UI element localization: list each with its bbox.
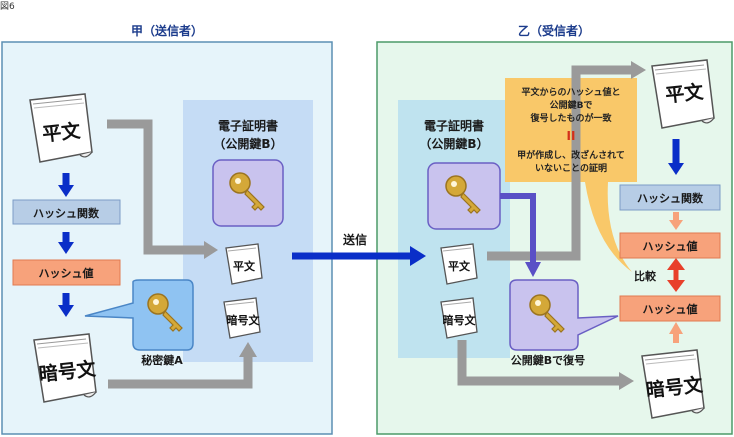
receiver-hash-value-bottom-box [619, 295, 721, 322]
note-line4: 甲が作成し、改ざんされて [517, 149, 625, 161]
note-line2: 公開鍵Bで [550, 99, 593, 111]
compare-label: 比較 [634, 269, 657, 283]
note-line3: 復号したものが一致 [529, 112, 612, 124]
gray-arrow-cipher-to-cert [108, 355, 253, 389]
receiver-hash-value-top-label: ハッシュ値 [643, 239, 698, 253]
decrypt-arrow [500, 193, 536, 265]
sender-plain-label: 平文 [41, 119, 82, 146]
secret-key-label: 秘密鍵A [141, 353, 183, 367]
sender-cert-title-line1: 電子証明書 [218, 118, 278, 133]
receiver-hash-func-label: ハッシュ関数 [637, 191, 704, 205]
receiver-plain-label: 平文 [664, 80, 705, 107]
receiver-small-cipher-label: 暗号文 [443, 313, 477, 327]
note-tail [585, 182, 632, 272]
receiver-small-plain-label: 平文 [448, 259, 471, 273]
receiver-cert-title-line1: 電子証明書 [424, 118, 484, 133]
receiver-hash-value-top-box [619, 232, 721, 259]
send-label: 送信 [342, 232, 367, 247]
note-line1: 平文からのハッシュ値と [521, 86, 620, 98]
decrypt-label: 公開鍵Bで復号 [511, 353, 585, 367]
receiver-title: 乙（受信者） [518, 23, 590, 38]
sender-small-cipher-label: 暗号文 [227, 313, 261, 327]
note-box [505, 78, 637, 182]
sender-hash-func-box [12, 199, 121, 225]
figure-label: 図6 [0, 1, 15, 12]
sender-hash-func-label: ハッシュ関数 [33, 206, 100, 220]
receiver-hash-value-bottom-label: ハッシュ値 [643, 302, 698, 316]
gray-arrow-plain-to-cert [107, 119, 205, 255]
sender-small-plain-label: 平文 [233, 259, 256, 273]
sender-hash-value-label: ハッシュ値 [39, 266, 94, 280]
note-line5: いないことの証明 [535, 162, 607, 174]
receiver-hash-func-box [619, 184, 721, 211]
gray-arrow-to-cipher [457, 340, 620, 386]
sender-hash-value-box [12, 259, 121, 286]
sender-title: 甲（送信者） [131, 23, 203, 38]
note-equal: II [567, 129, 576, 143]
sender-cert-title-line2: （公開鍵B） [213, 136, 282, 151]
receiver-cert-title-line2: （公開鍵B） [419, 136, 488, 151]
